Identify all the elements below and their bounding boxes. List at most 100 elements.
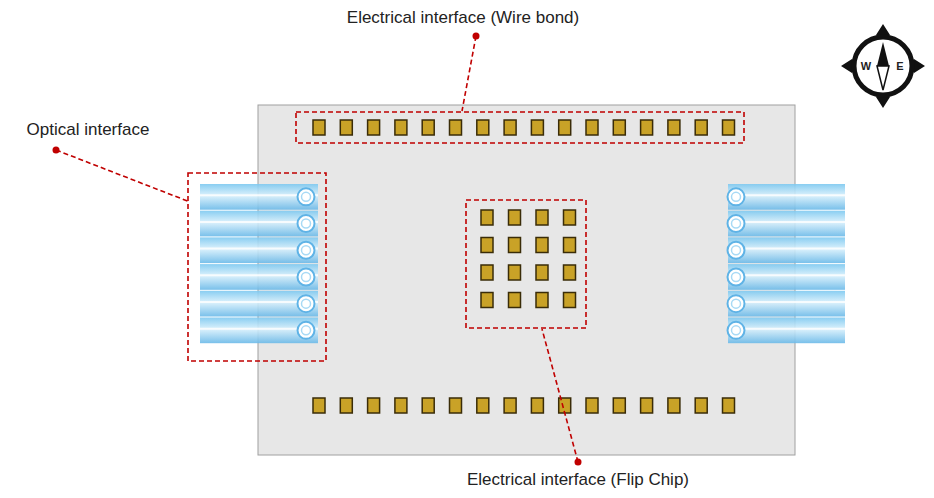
bond-pad <box>536 210 548 225</box>
compass-letter: W <box>861 60 871 72</box>
bond-pad <box>695 120 707 135</box>
fiber-core <box>732 326 741 335</box>
optical-fiber <box>728 264 845 290</box>
fiber-end <box>728 215 745 232</box>
fiber-core <box>732 299 741 308</box>
bond-pad <box>641 120 653 135</box>
fiber-core <box>732 272 741 281</box>
optical-fibers <box>200 184 845 343</box>
fiber-core <box>732 219 741 228</box>
bond-pad <box>559 120 571 135</box>
bond-pad <box>509 238 521 253</box>
bond-pad <box>340 120 352 135</box>
bond-pad <box>477 398 489 413</box>
leader-dot <box>575 459 582 466</box>
optical-fiber <box>200 291 318 317</box>
bond-pad <box>313 120 325 135</box>
compass-letter: E <box>896 60 903 72</box>
fiber-core <box>732 246 741 255</box>
bond-pad <box>422 120 434 135</box>
fiber-end <box>728 268 745 285</box>
bond-pad <box>481 265 493 280</box>
fiber-core <box>302 299 311 308</box>
bond-pad <box>564 293 576 308</box>
bond-pad <box>564 210 576 225</box>
bond-pad <box>450 398 462 413</box>
optical-fiber <box>200 211 318 237</box>
bond-pad <box>613 398 625 413</box>
optical-fiber <box>728 211 845 237</box>
fiber-end <box>728 322 745 339</box>
bond-pad <box>477 120 489 135</box>
chip-substrate <box>258 105 795 455</box>
fiber-highlight <box>728 194 845 196</box>
leader-line <box>56 150 190 202</box>
leader-dot <box>473 33 480 40</box>
fiber-end <box>298 215 315 232</box>
flip-chip-region <box>466 200 586 328</box>
optical-fiber <box>200 318 318 344</box>
bond-pad <box>564 238 576 253</box>
optical-fiber <box>200 237 318 263</box>
label-text: Electrical interface (Flip Chip) <box>467 470 689 490</box>
bond-pad <box>695 398 707 413</box>
bond-pad <box>395 398 407 413</box>
bond-pad <box>668 120 680 135</box>
bond-pad <box>536 238 548 253</box>
fiber-highlight <box>728 274 845 276</box>
leader-lines <box>56 36 578 462</box>
fiber-end <box>298 188 315 205</box>
bond-pad <box>531 398 543 413</box>
fiber-highlight <box>728 221 845 223</box>
bond-pad <box>723 120 735 135</box>
bond-pad <box>586 398 598 413</box>
bond-pad <box>395 120 407 135</box>
fiber-core <box>302 272 311 281</box>
bond-pad <box>509 293 521 308</box>
fiber-core <box>302 219 311 228</box>
bond-pad <box>368 398 380 413</box>
bond-pad <box>481 210 493 225</box>
bond-pad <box>481 293 493 308</box>
fiber-highlight <box>728 248 845 250</box>
optical-fiber <box>728 318 845 344</box>
fiber-core <box>732 192 741 201</box>
fiber-end <box>298 268 315 285</box>
fiber-end <box>298 242 315 259</box>
fiber-highlight <box>728 301 845 303</box>
bond-pad <box>723 398 735 413</box>
bond-pads <box>313 120 735 413</box>
bond-pad <box>509 265 521 280</box>
fiber-end <box>728 188 745 205</box>
bond-pad <box>504 398 516 413</box>
optical-fiber <box>200 264 318 290</box>
leader-dots <box>53 33 582 466</box>
compass-symbol <box>841 24 925 108</box>
optical-fiber <box>200 184 318 210</box>
fiber-highlight <box>728 328 845 330</box>
bond-pad <box>422 398 434 413</box>
optical-fiber <box>728 291 845 317</box>
bond-pad <box>368 120 380 135</box>
leader-dot <box>53 147 60 154</box>
bond-pad <box>340 398 352 413</box>
bond-pad <box>481 238 493 253</box>
optical-fiber <box>728 237 845 263</box>
leader-line <box>542 329 578 462</box>
label-text: Optical interface <box>27 120 150 140</box>
fiber-end <box>728 242 745 259</box>
label-text: Electrical interface (Wire bond) <box>347 8 579 28</box>
bond-pad <box>509 210 521 225</box>
fiber-core <box>302 192 311 201</box>
fiber-core <box>302 326 311 335</box>
bond-pad <box>536 293 548 308</box>
fiber-core <box>302 246 311 255</box>
optical-fiber <box>728 184 845 210</box>
bond-pad <box>641 398 653 413</box>
fiber-end <box>298 322 315 339</box>
wire-bond-region <box>296 112 744 143</box>
bond-pad <box>504 120 516 135</box>
fiber-end <box>298 295 315 312</box>
